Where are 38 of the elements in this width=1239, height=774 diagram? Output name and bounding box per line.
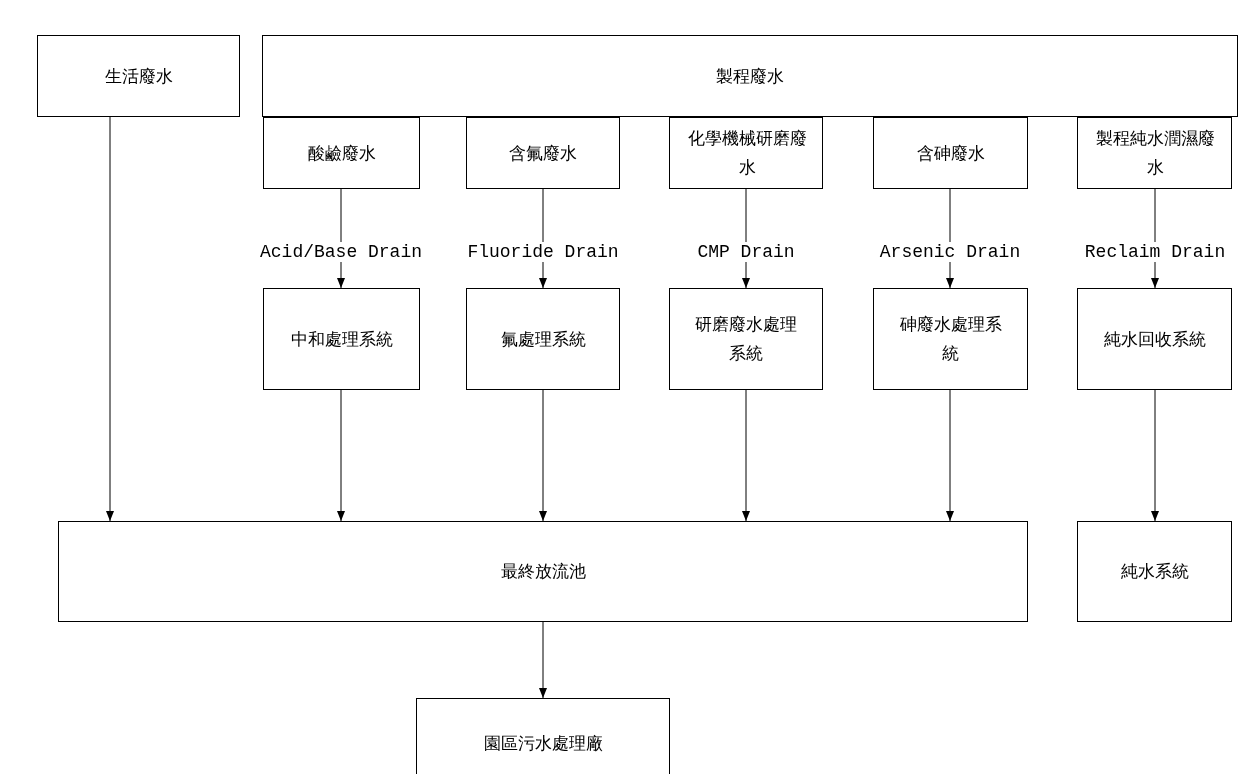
edge-label: Acid/Base Drain	[258, 242, 424, 262]
process-box	[873, 288, 1028, 390]
process-box	[466, 288, 620, 390]
node-label: 化學機械研磨廢水	[686, 127, 808, 179]
node-label: 生活廢水	[104, 64, 173, 88]
node-label: 最終放流池	[500, 560, 586, 584]
node-label: 砷廢水處理系統	[898, 313, 1003, 365]
process-box	[873, 117, 1028, 189]
arrow	[946, 389, 954, 522]
process-box	[262, 35, 1238, 117]
process-box	[263, 117, 420, 189]
node-label: 園區污水處理廠	[483, 731, 603, 755]
process-box	[669, 117, 823, 189]
process-box	[1077, 288, 1232, 390]
node-label: 氟處理系統	[500, 327, 586, 351]
process-box	[669, 288, 823, 390]
arrow	[106, 116, 114, 522]
arrow	[742, 389, 750, 522]
process-box	[58, 521, 1028, 622]
node-label: 純水系統	[1120, 560, 1189, 584]
process-box	[1077, 521, 1232, 622]
arrow	[337, 389, 345, 522]
arrow	[539, 389, 547, 522]
node-label: 純水回收系統	[1103, 327, 1206, 351]
node-label: 製程廢水	[716, 64, 784, 88]
node-label: 製程純水潤濕廢水	[1095, 127, 1216, 179]
arrow	[1151, 389, 1159, 522]
process-box	[37, 35, 240, 117]
node-label: 中和處理系統	[290, 327, 393, 351]
process-box	[416, 698, 670, 774]
node-label: 含砷廢水	[916, 141, 985, 165]
node-label: 研磨廢水處理系統	[694, 313, 798, 365]
process-box	[466, 117, 620, 189]
process-box	[263, 288, 420, 390]
process-box	[1077, 117, 1232, 189]
node-label: 含氟廢水	[509, 141, 577, 165]
arrow	[539, 621, 547, 699]
node-label: 酸鹼廢水	[307, 141, 376, 165]
